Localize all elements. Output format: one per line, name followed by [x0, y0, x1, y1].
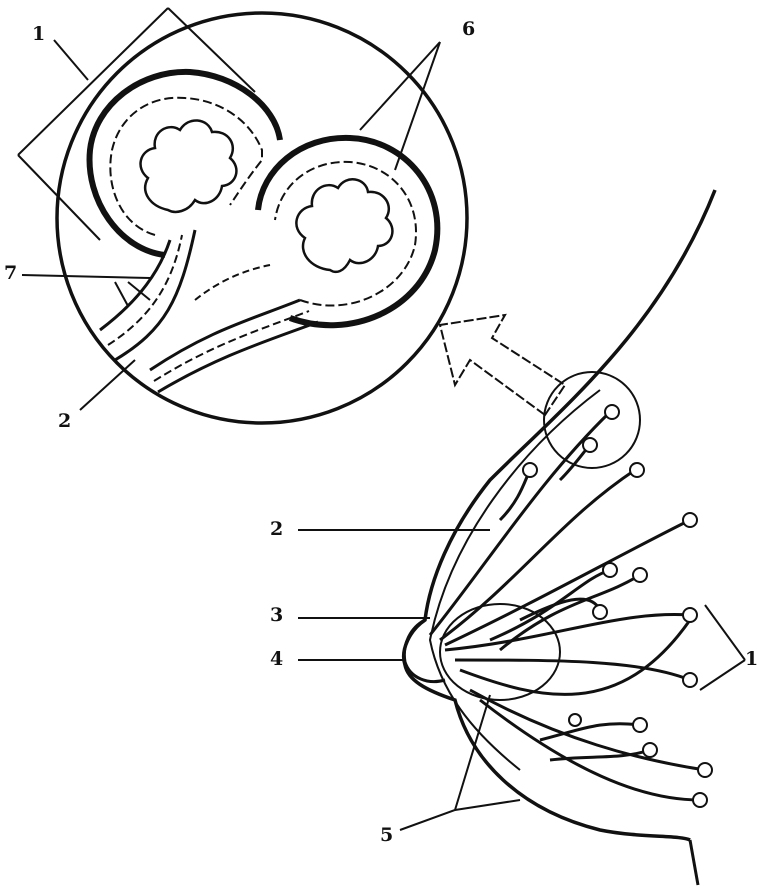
- breast-section: [298, 190, 745, 885]
- alveolus-bracket: [18, 8, 255, 240]
- label-top-6: 6: [462, 20, 475, 39]
- label-side-2: 2: [270, 520, 283, 539]
- leader-2-top: [80, 360, 135, 410]
- inset-magnified-view: [18, 8, 467, 423]
- label-side-3: 3: [270, 606, 283, 625]
- label-side-4: 4: [270, 650, 283, 669]
- highlight-lobule: [544, 372, 640, 468]
- magnify-arrow: [440, 315, 565, 415]
- label-side-1: 1: [745, 650, 757, 669]
- duct-main-lower: [115, 230, 195, 360]
- label-side-5: 5: [380, 826, 393, 845]
- duct-branch-upper: [150, 300, 300, 370]
- inset-ducts: [100, 230, 318, 392]
- duct-connector: [195, 265, 270, 300]
- side-leaders: [298, 530, 745, 830]
- alveolus-left-lumen: [141, 120, 237, 211]
- alveolus-right-lumen: [296, 179, 392, 272]
- chest-wall: [690, 840, 698, 885]
- duct-branch-lower: [158, 322, 318, 392]
- label-top-1: 1: [32, 25, 45, 44]
- alveolus-left: [90, 72, 280, 255]
- alveolus-right: [258, 138, 437, 325]
- label-top-7: 7: [4, 264, 17, 283]
- duct-branch-cells: [154, 311, 309, 381]
- skin-outline: [404, 190, 715, 840]
- label-top-2: 2: [58, 412, 71, 431]
- inset-circle: [57, 13, 467, 423]
- leaders-6: [360, 42, 440, 170]
